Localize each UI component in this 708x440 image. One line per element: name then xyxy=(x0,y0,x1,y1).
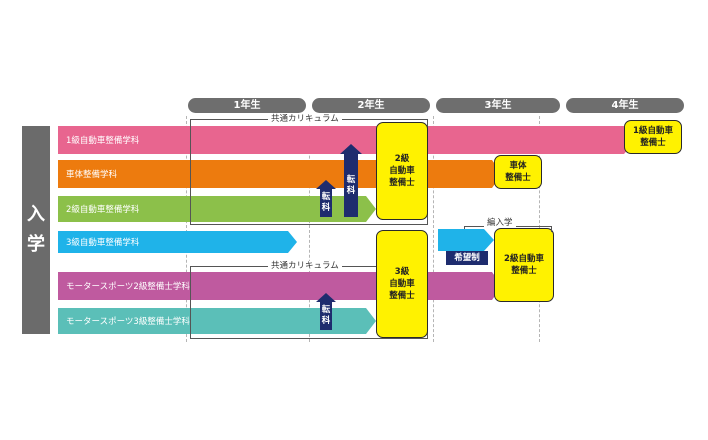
entry-label: 入 学 xyxy=(22,126,50,334)
transfer-arrow-icon xyxy=(316,293,336,302)
transfer-label: 転科 xyxy=(320,189,332,217)
transfer-arrow-icon xyxy=(340,144,362,154)
year-header-1: 1年生 xyxy=(188,98,306,113)
course-arrow xyxy=(366,308,376,334)
year-divider xyxy=(186,116,187,342)
curriculum-label: 共通カリキュラム xyxy=(268,261,342,271)
year-divider xyxy=(309,116,310,342)
year-header-4: 4年生 xyxy=(566,98,684,113)
course-bar-level3: 3級自動車整備学科 xyxy=(58,231,288,253)
transfer-label: 転科 xyxy=(320,302,332,330)
transfer-in-arrowhead-icon xyxy=(484,229,494,251)
cert-level2-right: 2級自動車 整備士 xyxy=(494,228,554,302)
transfer-label: 転科 xyxy=(344,154,358,217)
course-bar-motorsport3: モータースポーツ3級整備士学科 xyxy=(58,308,366,334)
course-arrow xyxy=(288,231,297,253)
cert-body: 車体 整備士 xyxy=(494,155,542,189)
curriculum-label: 共通カリキュラム xyxy=(268,114,342,124)
transfer-in-label: 編入学 xyxy=(484,218,516,228)
year-header-2: 2年生 xyxy=(312,98,430,113)
cert-level2-top: 2級 自動車 整備士 xyxy=(376,122,428,220)
transfer-arrow-icon xyxy=(316,180,336,189)
transfer-in-arrow xyxy=(438,229,484,251)
applicant-badge: 希望制 xyxy=(446,251,488,265)
cert-level1: 1級自動車 整備士 xyxy=(624,120,682,154)
year-divider xyxy=(433,116,434,342)
year-header-3: 3年生 xyxy=(436,98,560,113)
cert-level3: 3級 自動車 整備士 xyxy=(376,230,428,338)
transfer-in-bracket xyxy=(551,226,552,232)
course-bar-level2: 2級自動車整備学科 xyxy=(58,196,366,222)
course-arrow xyxy=(366,196,376,222)
